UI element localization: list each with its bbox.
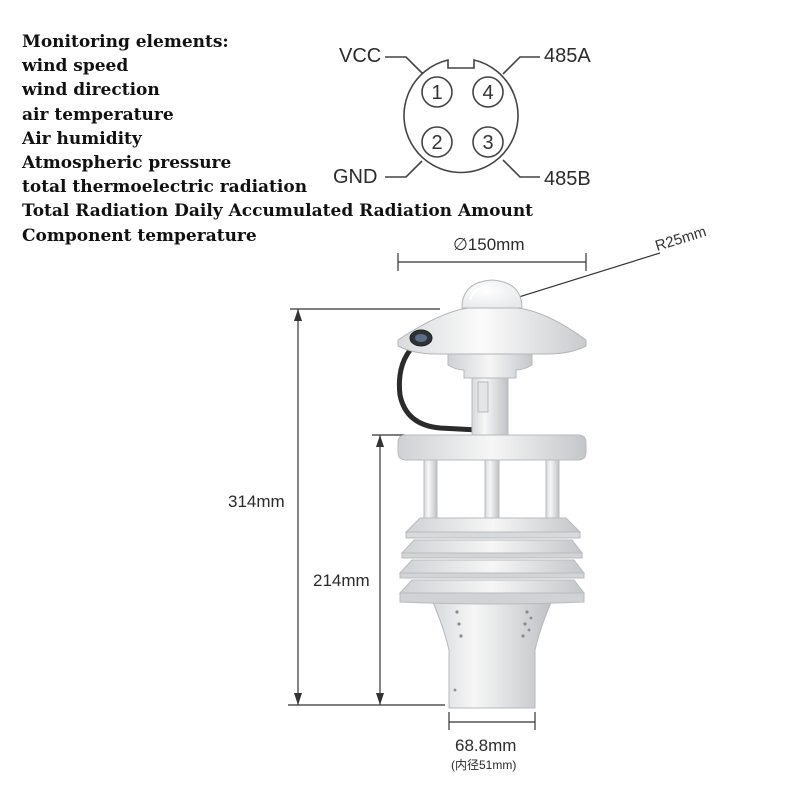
monitoring-heading: Monitoring elements: bbox=[22, 32, 229, 52]
dome-cap bbox=[397, 307, 587, 355]
485a-label: 485A bbox=[544, 45, 591, 67]
vcc-leader-line bbox=[385, 56, 424, 75]
pipe-width-label: 68.8mm bbox=[455, 736, 517, 755]
inner-diameter-label: (内径51mm) bbox=[451, 758, 517, 772]
element-component-temperature: Component temperature bbox=[22, 225, 257, 246]
radiation-sensor-bulb bbox=[461, 279, 523, 309]
pipe-vent-holes bbox=[453, 610, 533, 692]
pin-4-number: 4 bbox=[482, 82, 493, 104]
485b-label: 485B bbox=[544, 168, 591, 190]
element-air-temperature: air temperature bbox=[22, 104, 174, 125]
connector-outline bbox=[403, 58, 519, 174]
pin-2-circle bbox=[421, 126, 453, 158]
support-rods bbox=[423, 459, 560, 519]
element-daily-radiation: Total Radiation Daily Accumulated Radiat… bbox=[22, 201, 534, 222]
sensor-cable bbox=[396, 339, 481, 433]
dimension-lines bbox=[288, 252, 661, 730]
element-wind-speed: wind speed bbox=[22, 56, 129, 77]
gnd-label: GND bbox=[333, 166, 378, 188]
element-wind-direction: wind direction bbox=[22, 80, 160, 101]
pin-1-number: 1 bbox=[431, 82, 442, 104]
element-air-humidity: Air humidity bbox=[22, 128, 142, 149]
mount-block bbox=[447, 351, 533, 379]
radius-label: R25mm bbox=[653, 223, 708, 255]
element-atmospheric-pressure: Atmospheric pressure bbox=[22, 153, 232, 174]
shield-top-plate bbox=[397, 434, 587, 461]
total-height-label: 314mm bbox=[228, 492, 285, 511]
485b-leader-line bbox=[502, 159, 540, 178]
pin-4-circle bbox=[472, 76, 504, 108]
pin-2-number: 2 bbox=[431, 132, 442, 154]
pin-1-circle bbox=[421, 76, 453, 108]
pin-3-circle bbox=[472, 126, 504, 158]
pin-3-number: 3 bbox=[482, 132, 493, 154]
connector-pinout bbox=[385, 56, 540, 178]
gnd-leader-line bbox=[385, 160, 423, 178]
radiation-shield bbox=[398, 517, 586, 605]
monitoring-elements-list: Monitoring elements: wind speed wind dir… bbox=[22, 30, 533, 248]
sensor-stem bbox=[471, 374, 509, 436]
element-thermoelectric-radiation: total thermoelectric radiation bbox=[22, 177, 308, 198]
diameter-label: ∅150mm bbox=[453, 235, 525, 254]
vcc-label: VCC bbox=[339, 45, 382, 67]
mounting-pipe bbox=[431, 599, 553, 709]
485a-leader-line bbox=[502, 56, 540, 75]
body-height-label: 214mm bbox=[313, 571, 370, 590]
sensor-device bbox=[396, 279, 587, 709]
